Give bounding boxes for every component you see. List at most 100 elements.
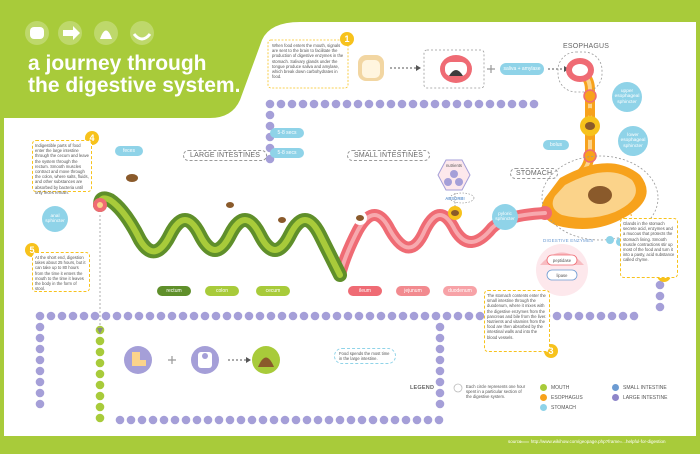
hour-bead — [95, 380, 105, 390]
hour-bead — [401, 415, 411, 425]
hour-bead — [247, 415, 257, 425]
hour-bead — [420, 311, 430, 321]
hour-bead — [309, 99, 319, 109]
hour-bead — [354, 311, 364, 321]
saliva-label: saliva + amylase — [503, 66, 541, 72]
hour-bead — [236, 415, 246, 425]
step-5-box — [32, 252, 90, 292]
hour-bead — [265, 99, 275, 109]
hour-bead — [35, 399, 45, 409]
poop-icon — [252, 346, 280, 374]
hour-bead — [258, 415, 268, 425]
legend-label: ESOPHAGUS — [551, 394, 583, 401]
hour-bead — [342, 99, 352, 109]
hour-bead — [408, 99, 418, 109]
step-4-box — [32, 140, 92, 192]
hour-bead — [95, 413, 105, 423]
hour-bead — [265, 110, 275, 120]
hour-bead — [299, 311, 309, 321]
label-colon: colon — [205, 286, 239, 296]
hour-bead — [629, 311, 639, 321]
footer-band — [0, 436, 700, 454]
hour-bead — [435, 388, 445, 398]
anal-sphincter-bubble: anal sphincter — [42, 206, 68, 232]
page-title: a journey through the digestive system. — [28, 53, 268, 97]
hour-bead — [57, 311, 67, 321]
legend-swatch — [540, 384, 547, 391]
hour-bead — [291, 415, 301, 425]
hour-bead — [507, 99, 517, 109]
hour-bead — [321, 311, 331, 321]
hour-bead — [431, 311, 441, 321]
hour-bead — [397, 99, 407, 109]
hour-bead — [181, 415, 191, 425]
hour-bead — [178, 311, 188, 321]
hour-bead — [192, 415, 202, 425]
peptidase-label: peptidase — [552, 258, 572, 263]
hour-bead — [441, 99, 451, 109]
hour-bead — [35, 333, 45, 343]
hour-bead — [353, 99, 363, 109]
legend-item: STOMACH — [540, 404, 576, 411]
hour-bead — [95, 358, 105, 368]
hour-bead — [335, 415, 345, 425]
hour-bead — [430, 99, 440, 109]
hour-bead — [302, 415, 312, 425]
hour-bead — [203, 415, 213, 425]
hour-bead — [435, 377, 445, 387]
step-3-text: The stomach contents enter the small int… — [487, 293, 547, 340]
hour-bead — [365, 311, 375, 321]
hour-bead — [398, 311, 408, 321]
footer-source: source http://www.wikihow.com/geopage.ph… — [508, 439, 665, 444]
hour-bead — [390, 415, 400, 425]
hour-bead — [655, 291, 665, 301]
hour-bead — [485, 99, 495, 109]
legend-label: SMALL INTESTINE — [623, 384, 667, 391]
hour-bead — [225, 415, 235, 425]
hour-bead — [101, 311, 111, 321]
hour-bead — [95, 402, 105, 412]
mouth-panel-border — [267, 39, 349, 89]
legend-note: Each circle represents one hour spent in… — [466, 384, 526, 400]
hour-bead — [170, 415, 180, 425]
pyloric-sphincter-bubble: pyloric sphincter — [492, 204, 518, 230]
hour-bead — [518, 99, 528, 109]
hour-bead — [95, 369, 105, 379]
hour-bead — [200, 311, 210, 321]
hour-bead — [331, 99, 341, 109]
mouth-icon — [440, 55, 472, 83]
hour-bead — [211, 311, 221, 321]
step-1-badge: 1 — [340, 32, 354, 46]
timer-label-2: 5-8 secs — [270, 148, 304, 158]
hour-bead — [222, 311, 232, 321]
hour-bead — [409, 311, 419, 321]
absorb-label: ABSORB! — [445, 196, 465, 201]
step-2-box — [620, 218, 678, 278]
hour-bead — [475, 311, 485, 321]
legend-swatch — [540, 404, 547, 411]
hour-bead — [435, 322, 445, 332]
title-line-1: a journey through — [28, 52, 207, 75]
food-note: Food spends the most time in the large i… — [334, 348, 396, 365]
lipase-label: lipase — [556, 273, 568, 278]
bolus-label: bolus — [543, 140, 569, 150]
hour-bead — [126, 415, 136, 425]
hour-bead — [324, 415, 334, 425]
hour-bead — [233, 311, 243, 321]
label-small-intestines: SMALL INTESTINES — [347, 150, 431, 161]
hour-bead — [276, 99, 286, 109]
step-1-text: When food enters the mouth, signals are … — [272, 43, 344, 80]
right-edge — [696, 22, 700, 436]
hour-bead — [387, 311, 397, 321]
label-duodenum: duodenum — [443, 286, 477, 296]
hour-bead — [596, 311, 606, 321]
hour-bead — [134, 311, 144, 321]
hour-bead — [159, 415, 169, 425]
hour-bead — [280, 415, 290, 425]
hour-bead — [376, 311, 386, 321]
label-esophagus: ESOPHAGUS — [563, 43, 610, 50]
hour-bead — [435, 399, 445, 409]
hour-bead — [269, 415, 279, 425]
